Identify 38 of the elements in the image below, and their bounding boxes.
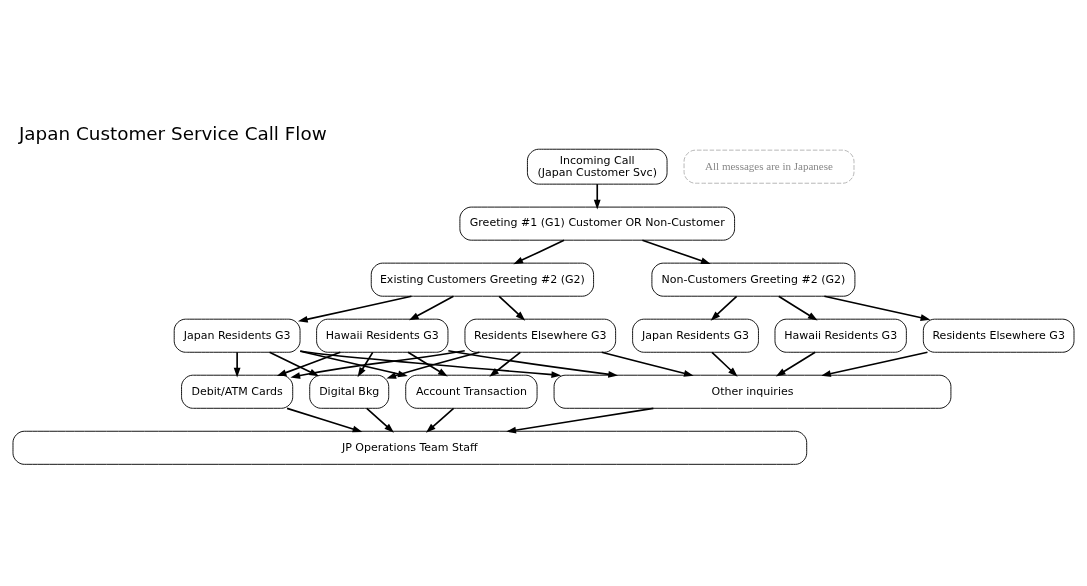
node-box: Account Transaction bbox=[405, 374, 538, 409]
arrow bbox=[407, 351, 448, 377]
arrow bbox=[357, 351, 374, 378]
node-box: Non-Customers Greeting #2 (G2) bbox=[651, 262, 856, 297]
node-box: Debit/ATM Cards bbox=[181, 374, 294, 409]
arrow bbox=[777, 295, 818, 321]
arrow bbox=[821, 351, 929, 377]
arrow bbox=[710, 295, 738, 321]
node-box: Residents Elsewhere G3 bbox=[464, 318, 617, 353]
node-box: JP Operations Team Staff bbox=[12, 430, 808, 465]
arrow bbox=[489, 351, 522, 377]
arrow bbox=[513, 239, 565, 265]
arrow bbox=[425, 407, 455, 433]
node-box: Hawaii Residents G3 bbox=[316, 318, 449, 353]
node-box: Incoming Call (Japan Customer Svc) bbox=[526, 148, 668, 185]
node-box: Existing Customers Greeting #2 (G2) bbox=[370, 262, 595, 297]
arrow bbox=[409, 295, 455, 321]
arrow bbox=[233, 351, 241, 378]
arrow bbox=[711, 351, 738, 377]
arrow bbox=[823, 295, 931, 321]
node-box: Residents Elsewhere G3 bbox=[922, 318, 1075, 353]
arrow bbox=[641, 239, 711, 264]
node-box: Greeting #1 (G1) Customer OR Non-Customer bbox=[459, 206, 736, 241]
arrow bbox=[297, 295, 413, 323]
node-box: Japan Residents G3 bbox=[173, 318, 301, 353]
arrow bbox=[593, 183, 601, 210]
arrow bbox=[447, 349, 619, 378]
arrow bbox=[286, 407, 363, 433]
arrow bbox=[365, 407, 394, 433]
node-box: Digital Bkg bbox=[309, 374, 390, 409]
arrow bbox=[498, 295, 526, 321]
node-box: All messages are in Japanese bbox=[683, 149, 855, 184]
diagram-title: Japan Customer Service Call Flow bbox=[18, 123, 327, 145]
arrow bbox=[506, 407, 655, 434]
node-box: Other inquiries bbox=[553, 374, 952, 409]
node-box: Hawaii Residents G3 bbox=[774, 318, 907, 353]
node-box: Japan Residents G3 bbox=[632, 318, 759, 353]
arrow bbox=[600, 351, 694, 377]
